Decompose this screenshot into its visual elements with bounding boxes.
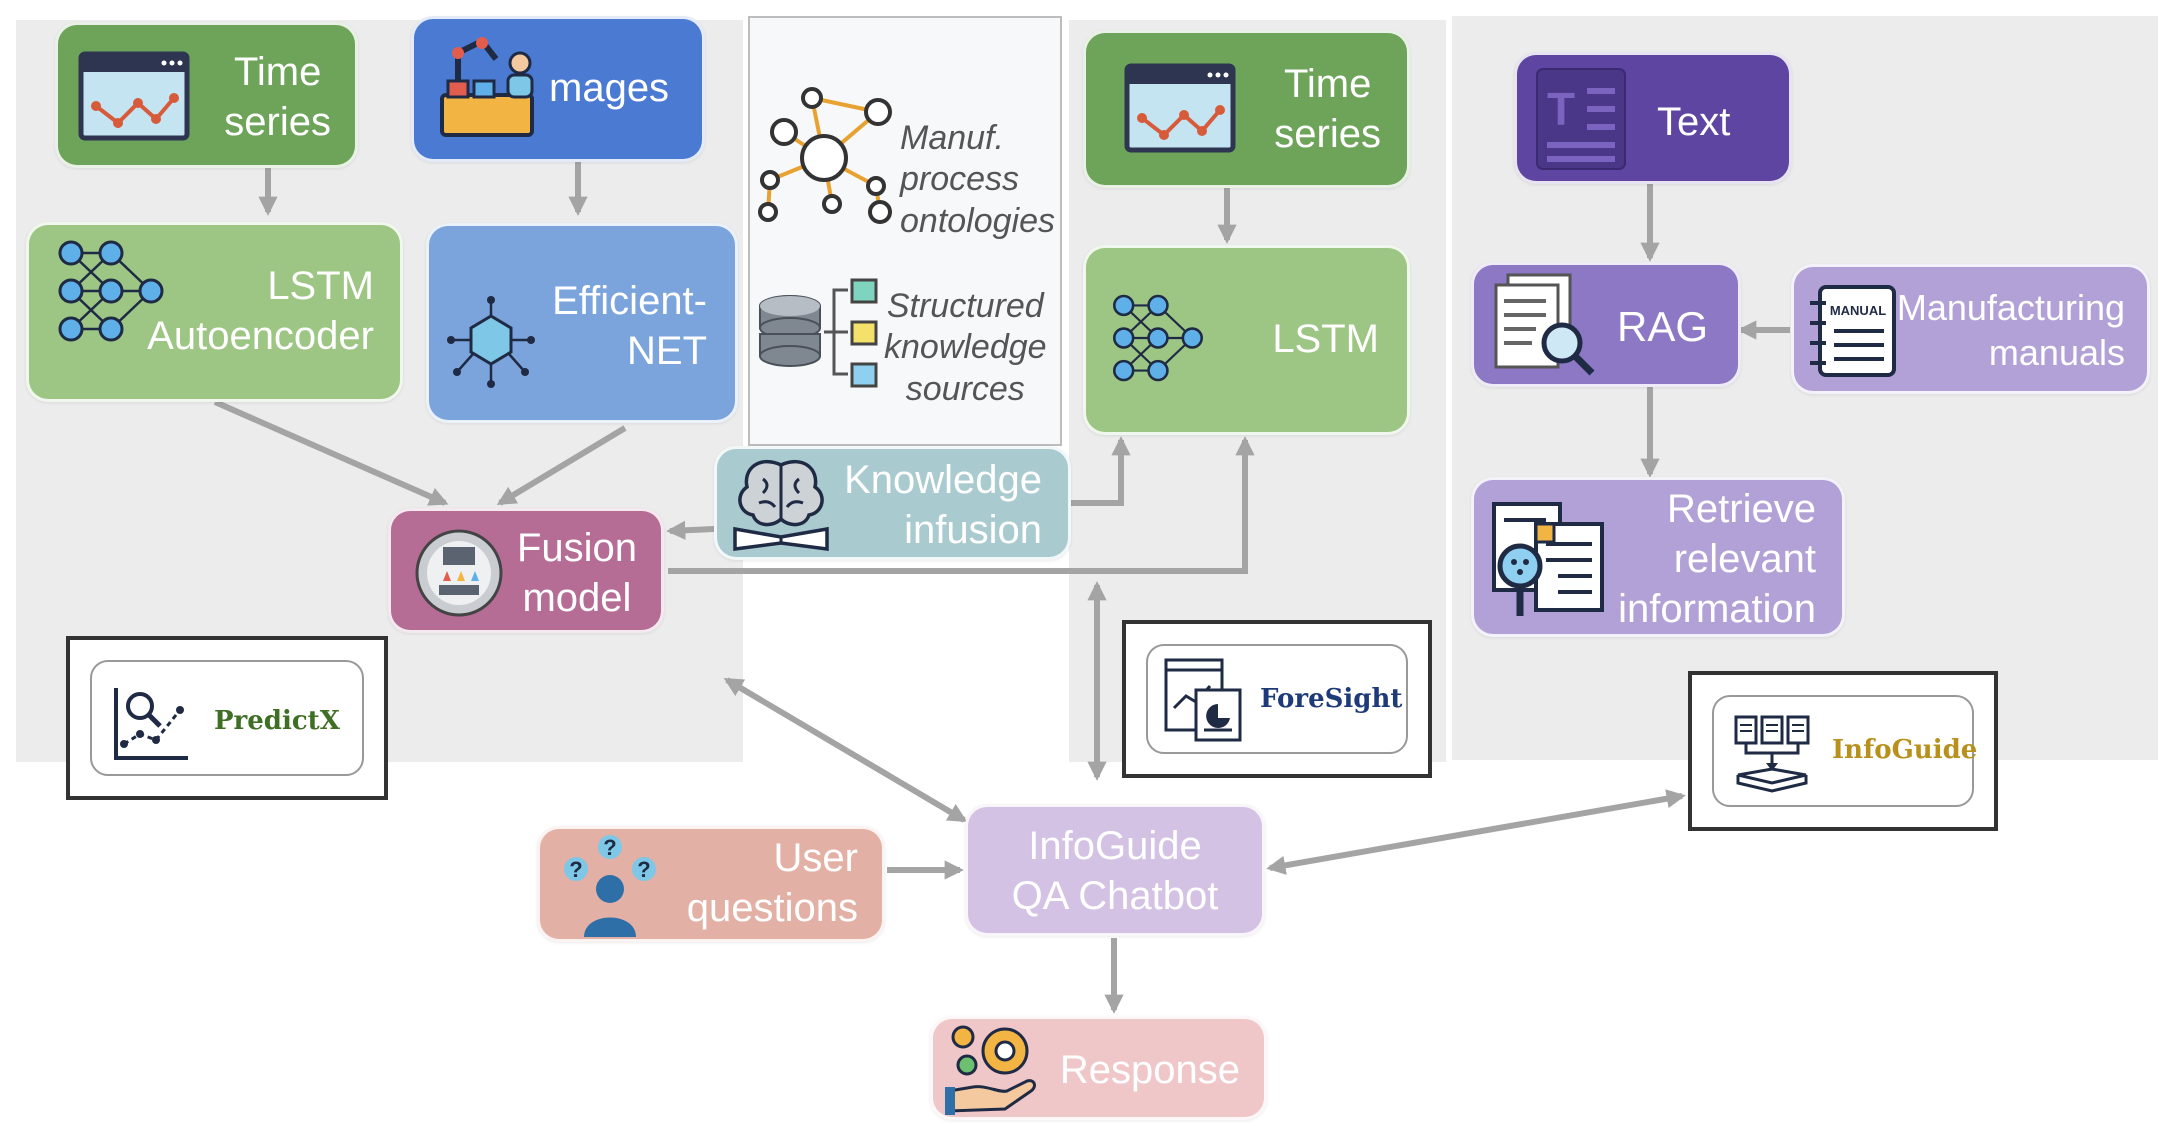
time-series-left-box[interactable]: Time series xyxy=(55,22,358,168)
arrow-predictx-chatbot xyxy=(723,677,968,823)
efficientnet-box[interactable]: Efficient- NET xyxy=(426,223,738,423)
network-cube-icon xyxy=(443,294,539,390)
manufacturing-manuals-box[interactable]: MANUAL Manufacturing manuals xyxy=(1791,264,2150,394)
time-series-mid-box[interactable]: Time series xyxy=(1083,30,1410,188)
text-label: Text xyxy=(1657,100,1731,144)
arrow-ki-fusion xyxy=(666,520,715,540)
arrow-fusion-lstm xyxy=(668,436,1255,574)
svg-text:?: ? xyxy=(637,857,650,882)
knowledge-infusion-label: Knowledge infusion xyxy=(844,458,1042,552)
foresight-label: ForeSight xyxy=(1260,684,1403,714)
efficientnet-label-1: Efficient- xyxy=(552,279,707,323)
efficientnet-label-2: NET xyxy=(627,329,707,373)
arrow-infoguide-chatbot xyxy=(1266,789,1686,875)
response-box[interactable]: Response xyxy=(930,1016,1267,1120)
document-merge-icon xyxy=(1732,713,1812,793)
svg-text:T: T xyxy=(1547,83,1575,135)
time-series-mid-label: Time series xyxy=(1274,62,1381,156)
text-box[interactable]: T Text xyxy=(1514,52,1792,184)
factory-robot-icon xyxy=(438,35,542,141)
predictx-label: PredictX xyxy=(214,706,340,736)
infoguide-label: InfoGuide xyxy=(1832,735,1978,765)
lstm-autoencoder-label-1: LSTM xyxy=(267,264,374,308)
retrieve-info-box[interactable]: Retrieve relevant information xyxy=(1471,477,1845,637)
manual-icon-text: MANUAL xyxy=(1830,303,1886,318)
retrieve-info-label: Retrieve relevant information xyxy=(1618,487,1816,631)
time-series-left-label: Time series xyxy=(224,50,331,144)
fusion-model-box[interactable]: Fusion model xyxy=(388,508,664,633)
chatbot-label: InfoGuide QA Chatbot xyxy=(1011,824,1219,918)
line-chart-window-icon xyxy=(78,51,190,141)
analytics-icon xyxy=(112,686,190,762)
documents-magnify-icon xyxy=(1488,500,1606,620)
hand-gear-icon xyxy=(943,1021,1039,1117)
lstm-label: LSTM xyxy=(1272,317,1379,361)
svg-text:?: ? xyxy=(569,857,582,882)
rag-label: RAG xyxy=(1616,303,1708,350)
images-box[interactable]: mages xyxy=(411,16,705,162)
manufacturing-manuals-label: Manufacturing manuals xyxy=(1896,287,2125,373)
database-tree-icon xyxy=(756,276,886,406)
brain-book-icon xyxy=(729,451,833,555)
user-questions-icon: ??? xyxy=(562,833,658,937)
knowledge-panel xyxy=(748,16,1062,446)
foresight-badge[interactable]: ForeSight xyxy=(1122,620,1432,778)
svg-text:?: ? xyxy=(603,835,616,860)
images-label: mages xyxy=(549,66,670,110)
text-document-icon: T xyxy=(1535,67,1627,171)
dashboard-report-icon xyxy=(1162,656,1244,742)
knowledge-infusion-box[interactable]: Knowledge infusion xyxy=(714,446,1071,560)
neural-network-icon xyxy=(55,233,167,349)
predictx-badge[interactable]: PredictX xyxy=(66,636,388,800)
arrow-ki-lstm xyxy=(1071,436,1131,506)
lstm-autoencoder-label-2: Autoencoder xyxy=(147,314,374,358)
fusion-model-label: Fusion model xyxy=(516,526,637,620)
infoguide-badge[interactable]: InfoGuide xyxy=(1688,671,1998,831)
structured-sources-label: Structured knowledge sources xyxy=(884,287,1047,408)
ontology-graph-icon xyxy=(752,84,902,234)
user-questions-box[interactable]: ??? User questions xyxy=(537,826,885,942)
arrow-lstmae-fusion xyxy=(213,399,449,506)
fusion-funnel-icon xyxy=(413,527,505,619)
lstm-box[interactable]: LSTM xyxy=(1083,245,1410,435)
response-label: Response xyxy=(1059,1048,1240,1092)
user-questions-label: User questions xyxy=(686,836,858,930)
lstm-autoencoder-box[interactable]: LSTM Autoencoder xyxy=(26,222,403,402)
neural-network-icon xyxy=(1110,288,1206,388)
manual-notebook-icon: MANUAL xyxy=(1806,283,1898,379)
line-chart-window-icon xyxy=(1124,63,1236,153)
ontologies-label: Manuf. process ontologies xyxy=(900,119,1056,240)
rag-box[interactable]: RAG xyxy=(1471,262,1741,387)
arrow-effnet-fusion xyxy=(496,425,627,506)
chatbot-box[interactable]: InfoGuide QA Chatbot xyxy=(965,804,1265,936)
document-search-icon xyxy=(1490,271,1600,379)
